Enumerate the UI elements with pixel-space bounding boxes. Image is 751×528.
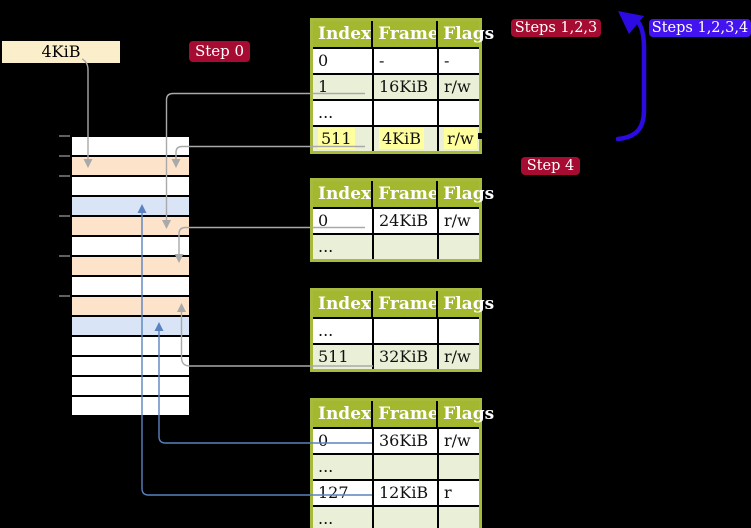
column-header-index: Index (318, 184, 372, 204)
table-row: 0 -- (313, 47, 479, 73)
table-cell (437, 507, 479, 528)
table-cell: - (437, 49, 479, 73)
column-header-index: Index (318, 24, 372, 44)
table-row: ... (313, 505, 479, 528)
badge-step-0: Step 0 (189, 41, 250, 62)
table-row: 511 4KiB r/w (313, 125, 479, 151)
column-header-frame: Frame (371, 21, 439, 47)
badge-steps-1-2-3-4: Steps 1,2,3,4 (649, 19, 751, 37)
column-header-frame: Frame (371, 291, 439, 317)
column-header-flags: Flags (436, 401, 494, 427)
badge-step-4: Step 4 (521, 157, 580, 175)
frame-size-label: 4KiB (2, 41, 120, 63)
column-header-index: Index (318, 294, 372, 314)
table-cell: 32KiB (372, 345, 437, 369)
table-cell (372, 101, 437, 125)
table-cell (372, 455, 437, 479)
table-cell: r/w (437, 75, 479, 99)
table-cell: 127 (318, 483, 349, 502)
memory-frame-row-4-blue (72, 197, 189, 217)
table-row: ... (313, 233, 479, 259)
table-cell: 16KiB (372, 75, 437, 99)
recursive-loop-arrow (615, 11, 647, 142)
column-header-index: Index (318, 404, 372, 424)
table-row: ... (313, 317, 479, 343)
highlighted-value: 511 (318, 128, 355, 149)
badge-steps-1-2-3: Steps 1,2,3 (511, 19, 601, 37)
table-cell (437, 455, 479, 479)
table-cell: 1 (318, 77, 329, 96)
memory-frame-row-3-white (72, 177, 189, 197)
highlighted-value: 4KiB (379, 128, 425, 149)
table-row: ... (313, 99, 479, 125)
memory-frame-row-12-white (72, 357, 189, 377)
table-cell: ... (318, 509, 334, 528)
table-cell: 0 (318, 211, 329, 230)
memory-frame-row-9-orange (72, 297, 189, 317)
table-cell (372, 235, 437, 259)
table-cell: ... (318, 103, 334, 122)
table-cell: r/w (437, 345, 479, 369)
table-cell: r/w (437, 127, 479, 151)
table-cell: - (372, 49, 437, 73)
stack-address-ticks (59, 135, 70, 297)
column-header-frame: Frame (371, 181, 439, 207)
table-cell: ... (318, 237, 334, 256)
column-header-flags: Flags (436, 21, 494, 47)
physical-memory-stack (70, 135, 191, 417)
column-header-frame: Frame (371, 401, 439, 427)
table-cell: r (437, 481, 479, 505)
memory-frame-row-14-white (72, 397, 189, 415)
memory-frame-row-1-white (72, 137, 189, 157)
loop-arrowhead (618, 11, 644, 34)
table-row: ... (313, 453, 479, 479)
memory-frame-row-6-white (72, 237, 189, 257)
memory-frame-row-8-white (72, 277, 189, 297)
column-header-flags: Flags (436, 181, 494, 207)
table-cell (437, 101, 479, 125)
highlighted-value: r/w (444, 128, 477, 149)
table-cell (437, 319, 479, 343)
table-cell: r/w (437, 429, 479, 453)
table-cell: 511 (313, 127, 372, 151)
table-cell: 0 (318, 431, 329, 450)
memory-frame-row-10-blue (72, 317, 189, 337)
table-cell: ... (318, 457, 334, 476)
memory-frame-row-2-orange (72, 157, 189, 177)
table-cell: ... (318, 321, 334, 340)
memory-frame-row-5-orange (72, 217, 189, 237)
table-cell: 4KiB (372, 127, 437, 151)
table-cell: 0 (318, 51, 329, 70)
table-cell: r/w (437, 209, 479, 233)
memory-frame-row-7-orange (72, 257, 189, 277)
table-cell (372, 507, 437, 528)
table-cell: 511 (318, 347, 349, 366)
table-cell (437, 235, 479, 259)
memory-frame-row-11-white (72, 337, 189, 357)
table-cell: 24KiB (372, 209, 437, 233)
column-header-flags: Flags (436, 291, 494, 317)
memory-frame-row-13-white (72, 377, 189, 397)
table-cell (372, 319, 437, 343)
table-cell: 36KiB (372, 429, 437, 453)
table-cell: 12KiB (372, 481, 437, 505)
